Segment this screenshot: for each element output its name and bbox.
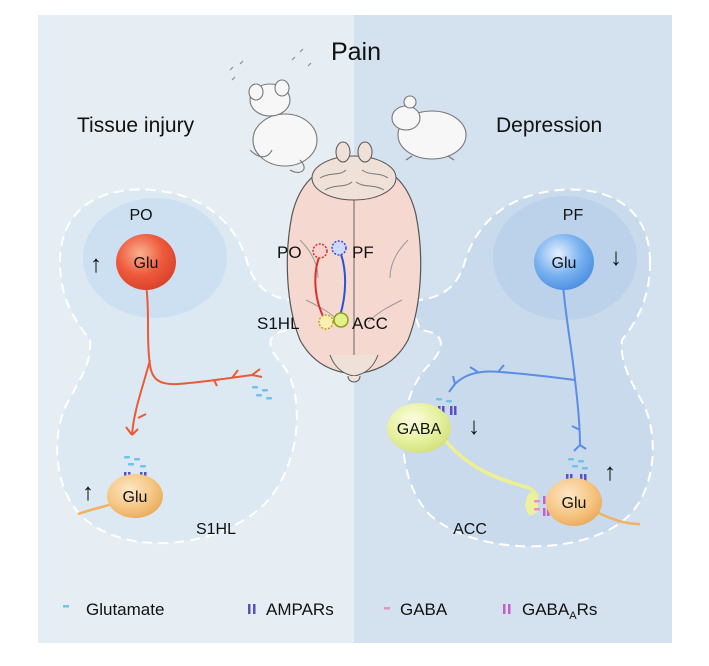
po-region-label: PO	[129, 207, 152, 224]
pf-node	[331, 240, 347, 256]
legend-ampars-swatch	[248, 604, 251, 614]
tissue-injury-mouse-illustration	[229, 48, 318, 173]
gaba-interneuron-label: GABA	[397, 421, 442, 438]
legend-gabaar-subscript: A	[569, 610, 577, 622]
legend-gabaar-suffix: Rs	[577, 600, 598, 619]
legend-ampars-swatch-2	[253, 604, 256, 614]
pf-down-arrow: ↓	[610, 244, 622, 271]
brain-label-acc: ACC	[352, 314, 388, 333]
s1hl-up-arrow: ↑	[82, 479, 94, 506]
acc-dendrite	[595, 510, 641, 526]
legend-gabaar-swatch-2	[508, 604, 511, 614]
legend-gabaar-label: GABAARs	[522, 600, 597, 622]
tissue-injury-heading: Tissue injury	[77, 114, 195, 137]
pf-neuron-label: Glu	[552, 255, 577, 272]
glutamate-vesicles-left	[124, 386, 272, 468]
legend-glutamate-label: Glutamate	[86, 600, 164, 619]
acc-node	[333, 312, 349, 328]
s1hl-node	[318, 314, 334, 330]
brain-label-s1hl: S1HL	[257, 314, 300, 333]
acc-glu-neuron	[546, 478, 602, 526]
brain-label-pf: PF	[352, 243, 374, 262]
s1hl-neuron	[107, 474, 163, 518]
glutamate-vesicles-right	[436, 398, 588, 470]
gaba-axon	[443, 438, 540, 498]
legend-gaba-label: GABA	[400, 600, 448, 619]
legend: Glutamate AMPARs GABA GABAARs	[63, 600, 597, 622]
po-axon	[125, 284, 263, 436]
legend-glutamate-swatch	[63, 605, 69, 608]
legend-ampars-label: AMPARs	[266, 600, 334, 619]
brain-label-po: PO	[277, 243, 302, 262]
depression-mouse-illustration	[391, 95, 467, 161]
main-title: Pain	[331, 38, 381, 66]
s1hl-neuron-label: Glu	[123, 489, 148, 506]
gaba-down-arrow: ↓	[468, 413, 480, 440]
acc-region-label: ACC	[453, 521, 487, 538]
s1hl-region-label: S1HL	[196, 521, 236, 538]
legend-gabaar-swatch	[503, 604, 506, 614]
depression-heading: Depression	[496, 114, 602, 137]
acc-glu-neuron-label: Glu	[562, 495, 587, 512]
po-node	[312, 243, 328, 259]
gaba-molecules	[534, 500, 540, 511]
pf-neuron	[534, 234, 594, 290]
legend-gabaar-main: GABA	[522, 600, 570, 619]
po-neuron	[116, 234, 176, 290]
po-neuron-label: Glu	[134, 255, 159, 272]
gaba-interneuron	[387, 403, 451, 453]
po-up-arrow: ↑	[90, 251, 102, 278]
pf-axon	[448, 284, 587, 452]
legend-gaba-swatch	[384, 607, 390, 610]
acc-up-arrow: ↑	[604, 459, 616, 486]
pf-region-label: PF	[563, 207, 584, 224]
